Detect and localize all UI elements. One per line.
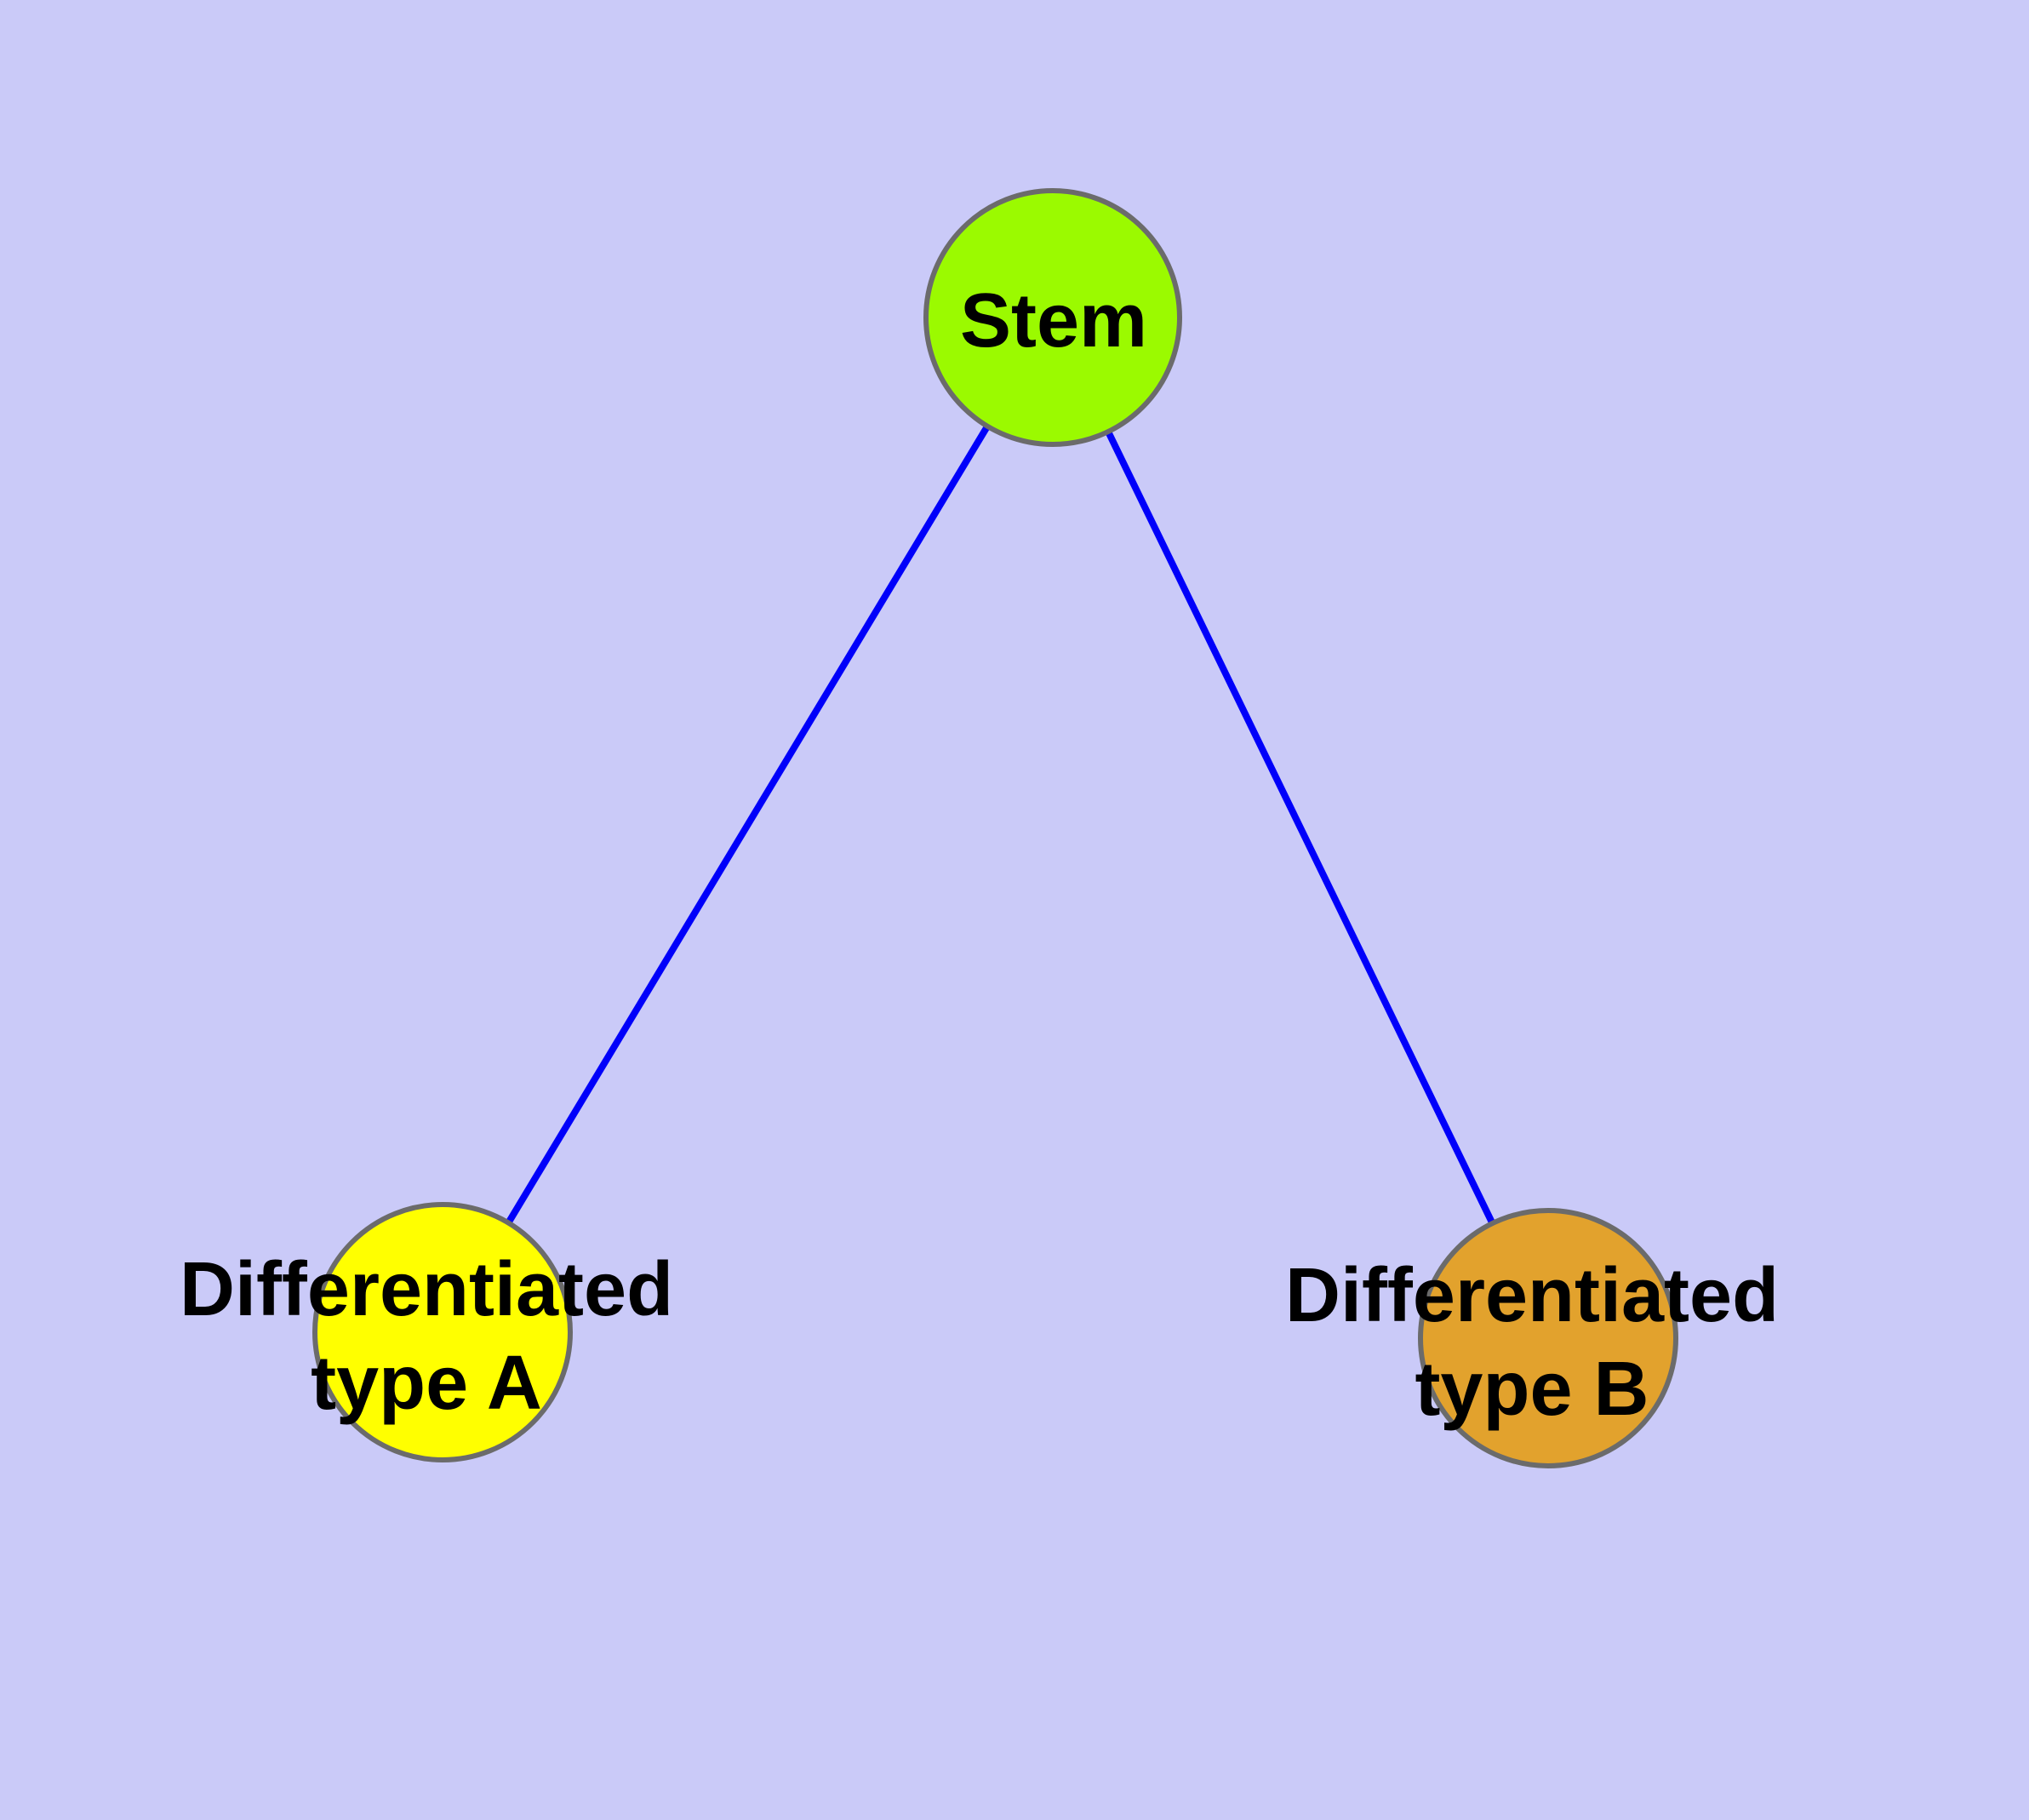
- node-type-a-label: Differentiated type A: [180, 1243, 673, 1430]
- node-type-b-label: Differentiated type B: [1285, 1249, 1779, 1436]
- edge-stem-to-type-b: [1049, 316, 1552, 1340]
- node-type-b-circle: [1418, 1208, 1678, 1468]
- node-stem-label: Stem: [959, 278, 1148, 363]
- node-type-a-circle: [312, 1202, 573, 1462]
- edge-stem-to-type-a: [439, 315, 1056, 1335]
- node-type-b-label-line2: type B: [1415, 1347, 1649, 1432]
- node-type-a-label-line2: type A: [311, 1341, 542, 1426]
- node-type-a-label-line1: Differentiated: [179, 1247, 674, 1332]
- node-stem-circle: [923, 188, 1182, 447]
- node-type-b-label-line1: Differentiated: [1284, 1253, 1780, 1338]
